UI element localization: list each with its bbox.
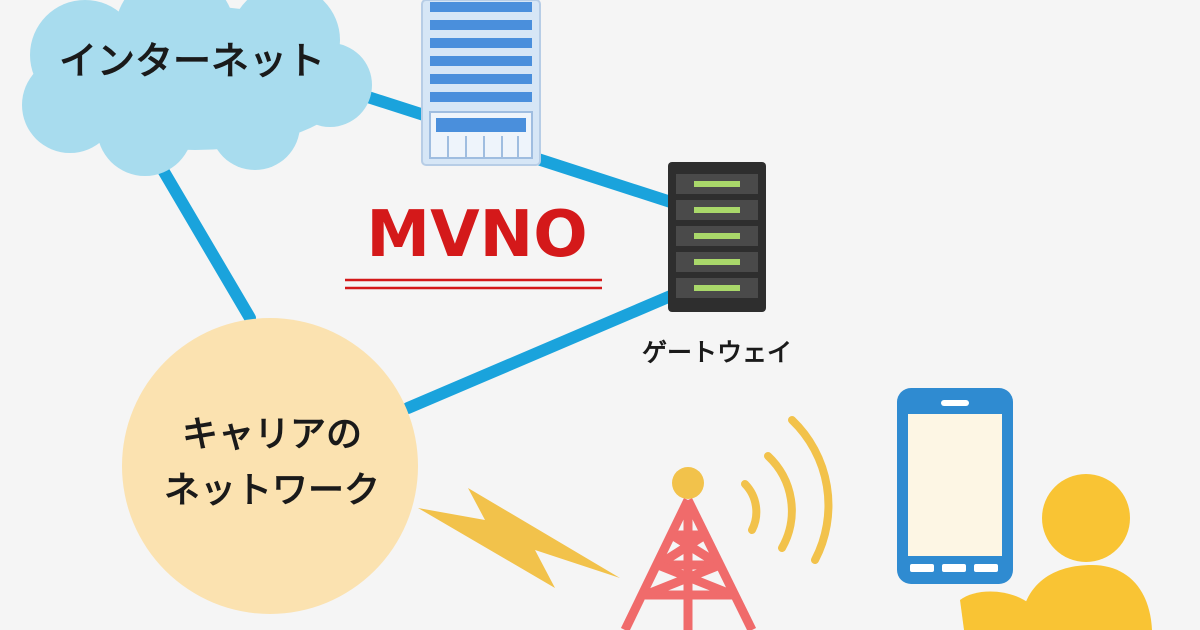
server-building-icon: [421, 0, 541, 166]
link-internet-carrier: [154, 159, 256, 324]
carrier-network-node: キャリアの ネットワーク: [122, 318, 418, 614]
mvno-underline: [345, 278, 602, 290]
cloud-icon: インターネット: [22, 0, 372, 176]
carrier-label-line2: ネットワーク: [164, 470, 380, 511]
gateway-label: ゲートウェイ: [642, 338, 792, 367]
signal-waves-icon: [741, 416, 833, 564]
gateway-server-icon: [668, 162, 766, 312]
person-icon: [960, 474, 1152, 630]
smartphone-icon: [897, 388, 1013, 584]
mvno-title: MVNO: [366, 198, 587, 272]
tower-tip: [672, 467, 704, 499]
carrier-label-line1: キャリアの: [182, 414, 362, 455]
link-carrier-gateway: [402, 286, 686, 414]
radio-tower-icon: [620, 498, 757, 630]
internet-label: インターネット: [59, 39, 325, 83]
lightning-icon: [418, 488, 620, 588]
